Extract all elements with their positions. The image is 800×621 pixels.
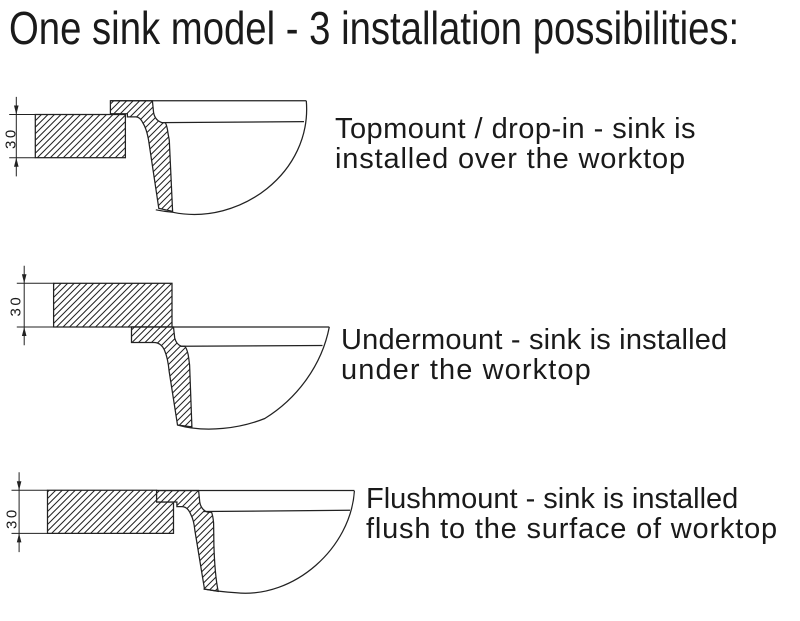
svg-text:30: 30 [7, 295, 24, 317]
svg-text:30: 30 [3, 507, 20, 529]
svg-text:30: 30 [2, 127, 19, 149]
